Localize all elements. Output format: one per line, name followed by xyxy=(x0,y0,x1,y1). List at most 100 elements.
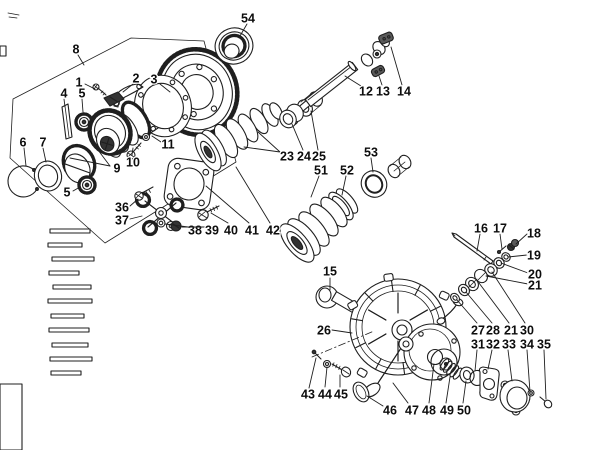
leader-line-23 xyxy=(243,146,281,153)
part-label-47: 47 xyxy=(405,404,419,418)
leader-line-1 xyxy=(84,83,96,90)
part-label-9: 9 xyxy=(114,162,121,176)
leader-line-16 xyxy=(476,233,481,252)
part-clamp-14 xyxy=(378,31,394,45)
part-label-53: 53 xyxy=(364,146,378,160)
part-label-42: 42 xyxy=(266,224,280,238)
part-label-14: 14 xyxy=(397,85,411,99)
part-nut-18 xyxy=(506,238,520,252)
part-label-19: 19 xyxy=(527,249,541,263)
part-label-54: 54 xyxy=(241,12,255,26)
part-round-nut-12 xyxy=(279,103,304,129)
part-label-17: 17 xyxy=(493,222,507,236)
part-label-45: 45 xyxy=(334,388,348,402)
leader-line-31 xyxy=(474,349,478,372)
leader-line-5 xyxy=(81,98,84,113)
leader-line-14 xyxy=(390,46,403,86)
leader-line-34 xyxy=(526,349,531,393)
part-label-33: 33 xyxy=(502,338,516,352)
part-bearing-54 xyxy=(214,27,254,65)
part-coupling-cone-51 xyxy=(279,196,348,263)
leader-line-48 xyxy=(428,363,435,404)
leader-line-3 xyxy=(159,83,171,93)
part-bushing-21 xyxy=(465,268,488,292)
leader-line-13 xyxy=(378,75,383,86)
part-lock-strap-2 xyxy=(103,83,144,108)
part-fasteners-43-44-45 xyxy=(311,330,375,378)
part-label-39: 39 xyxy=(205,224,219,238)
part-plate-32 xyxy=(478,366,500,401)
leader-line-17 xyxy=(499,233,503,250)
part-label-23: 23 xyxy=(280,150,294,164)
leader-line-41 xyxy=(205,185,250,224)
leader-line-9 xyxy=(97,149,111,167)
part-seal-53 xyxy=(360,170,388,198)
part-label-20: 20 xyxy=(528,268,542,282)
leader-line-8 xyxy=(77,54,85,66)
part-label-46: 46 xyxy=(383,404,397,418)
leader-line-23 xyxy=(257,131,281,153)
leader-line-11 xyxy=(151,135,162,143)
leader-line-30 xyxy=(491,271,526,324)
leader-line-52 xyxy=(341,175,347,196)
part-flange-plate-41 xyxy=(163,157,215,211)
part-label-1: 1 xyxy=(76,76,83,90)
leader-line-7 xyxy=(42,147,47,163)
part-label-31: 31 xyxy=(471,338,485,352)
part-label-37: 37 xyxy=(115,214,129,228)
part-screw-35 xyxy=(539,396,553,409)
part-label-51: 51 xyxy=(314,164,328,178)
leader-line-37 xyxy=(129,215,143,220)
leader-line-18 xyxy=(515,233,528,245)
leader-line-40 xyxy=(210,212,229,224)
assembly-group-boundary xyxy=(9,37,237,244)
part-label-26: 26 xyxy=(317,324,331,338)
part-washer-34 xyxy=(527,389,535,397)
leader-line-19 xyxy=(507,254,528,258)
part-spring-49 xyxy=(439,358,463,380)
part-label-21: 21 xyxy=(504,324,518,338)
leader-line-32 xyxy=(487,349,493,370)
leader-line-38 xyxy=(164,223,189,228)
part-label-43: 43 xyxy=(301,388,315,402)
part-label-38: 38 xyxy=(188,224,202,238)
part-label-4: 4 xyxy=(61,87,68,101)
part-label-48: 48 xyxy=(422,404,436,418)
part-circlip-6 xyxy=(7,165,39,198)
leader-line-20 xyxy=(500,262,529,274)
part-stud-11 xyxy=(141,127,159,142)
part-label-6: 6 xyxy=(20,136,27,150)
part-label-27: 27 xyxy=(471,324,485,338)
part-label-5: 5 xyxy=(64,186,71,200)
part-label-21: 21 xyxy=(528,279,542,293)
part-label-13: 13 xyxy=(376,85,390,99)
part-label-16: 16 xyxy=(474,222,488,236)
part-washer-38 xyxy=(156,218,166,228)
part-label-11: 11 xyxy=(161,138,174,152)
part-label-44: 44 xyxy=(318,388,332,402)
scan-artifacts xyxy=(0,12,95,450)
part-label-15: 15 xyxy=(323,265,337,279)
part-label-34: 34 xyxy=(520,338,534,352)
leader-line-4 xyxy=(63,98,66,108)
leader-line-26 xyxy=(331,329,353,334)
part-label-12: 12 xyxy=(359,85,373,99)
leader-line-44 xyxy=(324,366,328,388)
part-label-52: 52 xyxy=(340,164,354,178)
leader-line-2 xyxy=(122,83,134,93)
part-label-24: 24 xyxy=(297,150,311,164)
part-pin-16 xyxy=(451,232,494,265)
part-label-3: 3 xyxy=(151,73,158,87)
part-label-18: 18 xyxy=(527,227,541,241)
leader-line-36 xyxy=(129,198,139,207)
part-bolt-1 xyxy=(92,83,107,96)
leader-line-27 xyxy=(456,299,478,324)
leader-line-50 xyxy=(462,380,467,404)
part-label-7: 7 xyxy=(40,136,47,150)
leader-line-10 xyxy=(131,147,134,156)
part-label-35: 35 xyxy=(537,338,551,352)
leader-line-21 xyxy=(478,282,510,324)
part-coupling-cone-23 xyxy=(194,102,283,172)
part-label-50: 50 xyxy=(457,404,471,418)
